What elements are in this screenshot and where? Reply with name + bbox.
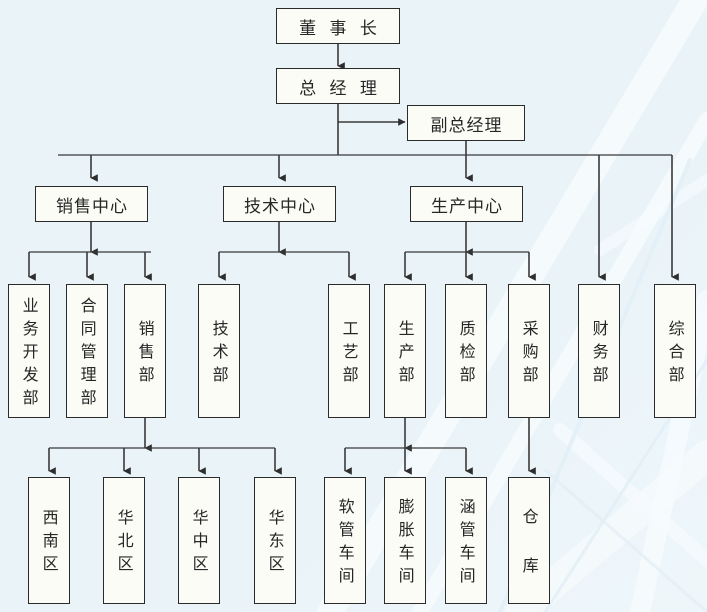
- node-hose-workshop-label: 软管车间: [335, 497, 355, 590]
- node-business-dev-label: 业务开发部: [19, 296, 39, 412]
- node-production-dept-label: 生产部: [395, 319, 415, 389]
- node-contract-mgmt-label: 合同管理部: [77, 296, 97, 412]
- node-purchasing-dept[interactable]: 采购部: [508, 284, 550, 418]
- node-sales-center[interactable]: 销售中心: [35, 186, 148, 222]
- node-general-affairs-dept[interactable]: 综合部: [654, 284, 696, 418]
- node-tech-center[interactable]: 技术中心: [223, 186, 336, 222]
- node-finance-dept[interactable]: 财务部: [578, 284, 620, 418]
- node-southwest-region-label: 西南区: [39, 509, 59, 578]
- node-sales-center-label: 销售中心: [56, 196, 128, 217]
- node-east-region-label: 华东区: [265, 509, 285, 578]
- node-north-region[interactable]: 华北区: [103, 477, 145, 604]
- node-warehouse-label: 仓 库: [519, 507, 539, 580]
- node-southwest-region[interactable]: 西南区: [28, 477, 70, 604]
- node-general-manager[interactable]: 总 经 理: [276, 68, 400, 104]
- node-finance-dept-label: 财务部: [589, 319, 609, 389]
- node-craft-dept[interactable]: 工艺部: [328, 284, 370, 418]
- node-tech-dept[interactable]: 技术部: [198, 284, 240, 418]
- node-purchasing-dept-label: 采购部: [519, 319, 539, 389]
- node-expansion-workshop[interactable]: 膨胀车间: [384, 477, 426, 604]
- node-quality-dept-label: 质检部: [456, 319, 476, 389]
- node-central-region-label: 华中区: [189, 509, 209, 578]
- node-craft-dept-label: 工艺部: [339, 319, 359, 389]
- node-deputy-general-manager-label: 副总经理: [430, 115, 503, 136]
- node-culvert-workshop[interactable]: 涵管车间: [445, 477, 487, 604]
- node-tech-dept-label: 技术部: [209, 319, 229, 389]
- node-north-region-label: 华北区: [114, 509, 134, 578]
- node-deputy-general-manager[interactable]: 副总经理: [407, 105, 525, 141]
- node-east-region[interactable]: 华东区: [254, 477, 296, 604]
- node-production-center[interactable]: 生产中心: [410, 186, 523, 222]
- node-chairman[interactable]: 董 事 长: [276, 8, 400, 44]
- node-general-manager-label: 总 经 理: [299, 78, 381, 99]
- node-quality-dept[interactable]: 质检部: [445, 284, 487, 418]
- node-expansion-workshop-label: 膨胀车间: [395, 497, 415, 590]
- node-general-affairs-dept-label: 综合部: [665, 319, 685, 389]
- node-culvert-workshop-label: 涵管车间: [456, 497, 476, 590]
- node-hose-workshop[interactable]: 软管车间: [324, 477, 366, 604]
- node-tech-center-label: 技术中心: [244, 196, 316, 217]
- node-sales-dept[interactable]: 销售部: [124, 284, 166, 418]
- node-warehouse[interactable]: 仓 库: [508, 477, 550, 604]
- node-chairman-label: 董 事 长: [299, 18, 381, 39]
- node-production-dept[interactable]: 生产部: [384, 284, 426, 418]
- node-production-center-label: 生产中心: [431, 196, 503, 217]
- node-central-region[interactable]: 华中区: [178, 477, 220, 604]
- node-sales-dept-label: 销售部: [135, 319, 155, 389]
- node-contract-mgmt[interactable]: 合同管理部: [66, 284, 108, 418]
- node-business-dev[interactable]: 业务开发部: [8, 284, 50, 418]
